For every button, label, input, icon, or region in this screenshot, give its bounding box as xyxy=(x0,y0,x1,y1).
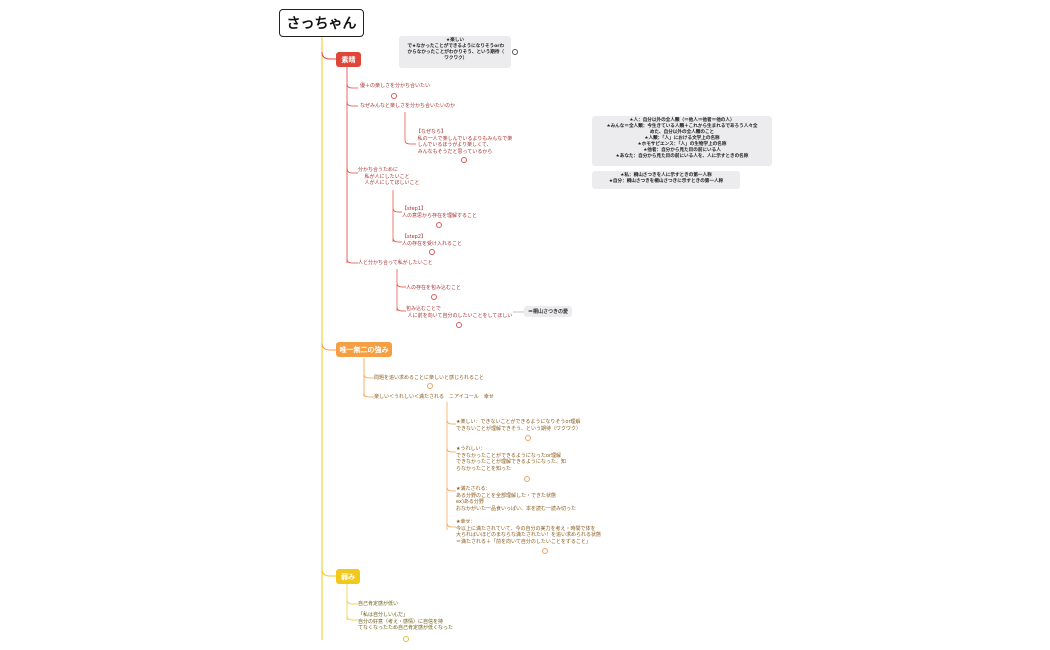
topic-glad[interactable]: ★うれしい： できなかったことができるようになったor理解 できなかったことが理… xyxy=(456,446,566,472)
topic-embrace[interactable]: 人の存在を包み込むこと xyxy=(406,285,462,291)
topic-pursue-problems[interactable]: 問題を追い求めることに楽しいと感じられること xyxy=(374,375,485,381)
topic-fun[interactable]: ★楽しい：できないことができるようになりそうor理解 できないことが理解できそう… xyxy=(456,419,582,432)
orange-branch-link xyxy=(321,342,336,351)
topic-self-doubt[interactable]: 「私は自分しいんだ」 自分の好意（考え・感情）に自信を持 てなくなったため自己肯… xyxy=(358,612,454,631)
root-topic[interactable]: さっちゃん xyxy=(279,9,364,37)
topic-because[interactable]: 【なぜなら】 私の一人で楽しんでいるよりもみんなで楽 しんでいるほうがより楽しく… xyxy=(416,129,513,155)
marker-icon xyxy=(403,636,409,642)
marker-icon xyxy=(456,322,462,328)
link-icon[interactable] xyxy=(512,49,518,55)
branch-strength[interactable]: 素晴 xyxy=(336,52,361,67)
topic-happy[interactable]: ★幸せ： 今以上に満たされていて、今の自分の実力を考え・時間で体を 大らればいほ… xyxy=(456,519,602,545)
note-top: ★楽しい で★なかったことができるようになりそうorわ からなかったことがわかり… xyxy=(399,36,511,68)
marker-icon xyxy=(429,249,435,255)
note-definitions: ★人：自分以外の全人類（＝他人＝他者＝他の人） ★みんな＝全人類：今生きている人… xyxy=(592,116,772,166)
note-self: ★私：桐山さつきを人に示すときの第一人称 ★自分：桐山さつきを桐山さつきに示すと… xyxy=(592,171,740,189)
marker-icon xyxy=(525,435,531,441)
marker-icon xyxy=(542,548,548,554)
yellow-branch-link xyxy=(321,568,336,577)
topic-step2[interactable]: 【step2】 人の存在を受け入れること xyxy=(402,234,463,247)
topic-happiness-chain[interactable]: 楽しい＜うれしい＜満たされる ニアイコール 幸せ xyxy=(374,394,494,400)
branch-weakness[interactable]: 弱み xyxy=(336,569,360,584)
topic-why-share[interactable]: なぜみんなと楽しさを分かち合いたいのか xyxy=(360,103,456,109)
topic-low-self-esteem[interactable]: 自己肯定感が低い xyxy=(358,601,399,607)
topic-what-i-want[interactable]: 人と分かち合って私がしたいこと xyxy=(358,260,433,266)
note-love: ＝桐山さつきの愛 xyxy=(524,306,573,317)
branch-unique-strength[interactable]: 唯一無二の強み xyxy=(336,342,392,357)
topic-to-share[interactable]: 分かち合うために 私が人にしたいこと 人が人にしてほしいこと xyxy=(358,167,420,186)
topic-satisfied[interactable]: ★満たされる： ある分野のことを全部理解した・できた状態 ex)ある分野 おなか… xyxy=(456,486,577,512)
topic-by-embracing[interactable]: 包み込むことで 人に前を向いて自分のしたいことをしてほしい xyxy=(406,306,513,319)
topic-share-joy[interactable]: 優＋の楽しさを分かち合いたい xyxy=(360,83,431,89)
marker-icon xyxy=(431,294,437,300)
marker-icon xyxy=(391,93,397,99)
marker-icon xyxy=(524,476,530,482)
marker-icon xyxy=(436,222,442,228)
marker-icon xyxy=(427,383,433,389)
topic-step1[interactable]: 【step1】 人の意思から存在を理解すること xyxy=(402,206,478,219)
marker-icon xyxy=(461,157,467,163)
red-branch-link xyxy=(321,51,336,60)
